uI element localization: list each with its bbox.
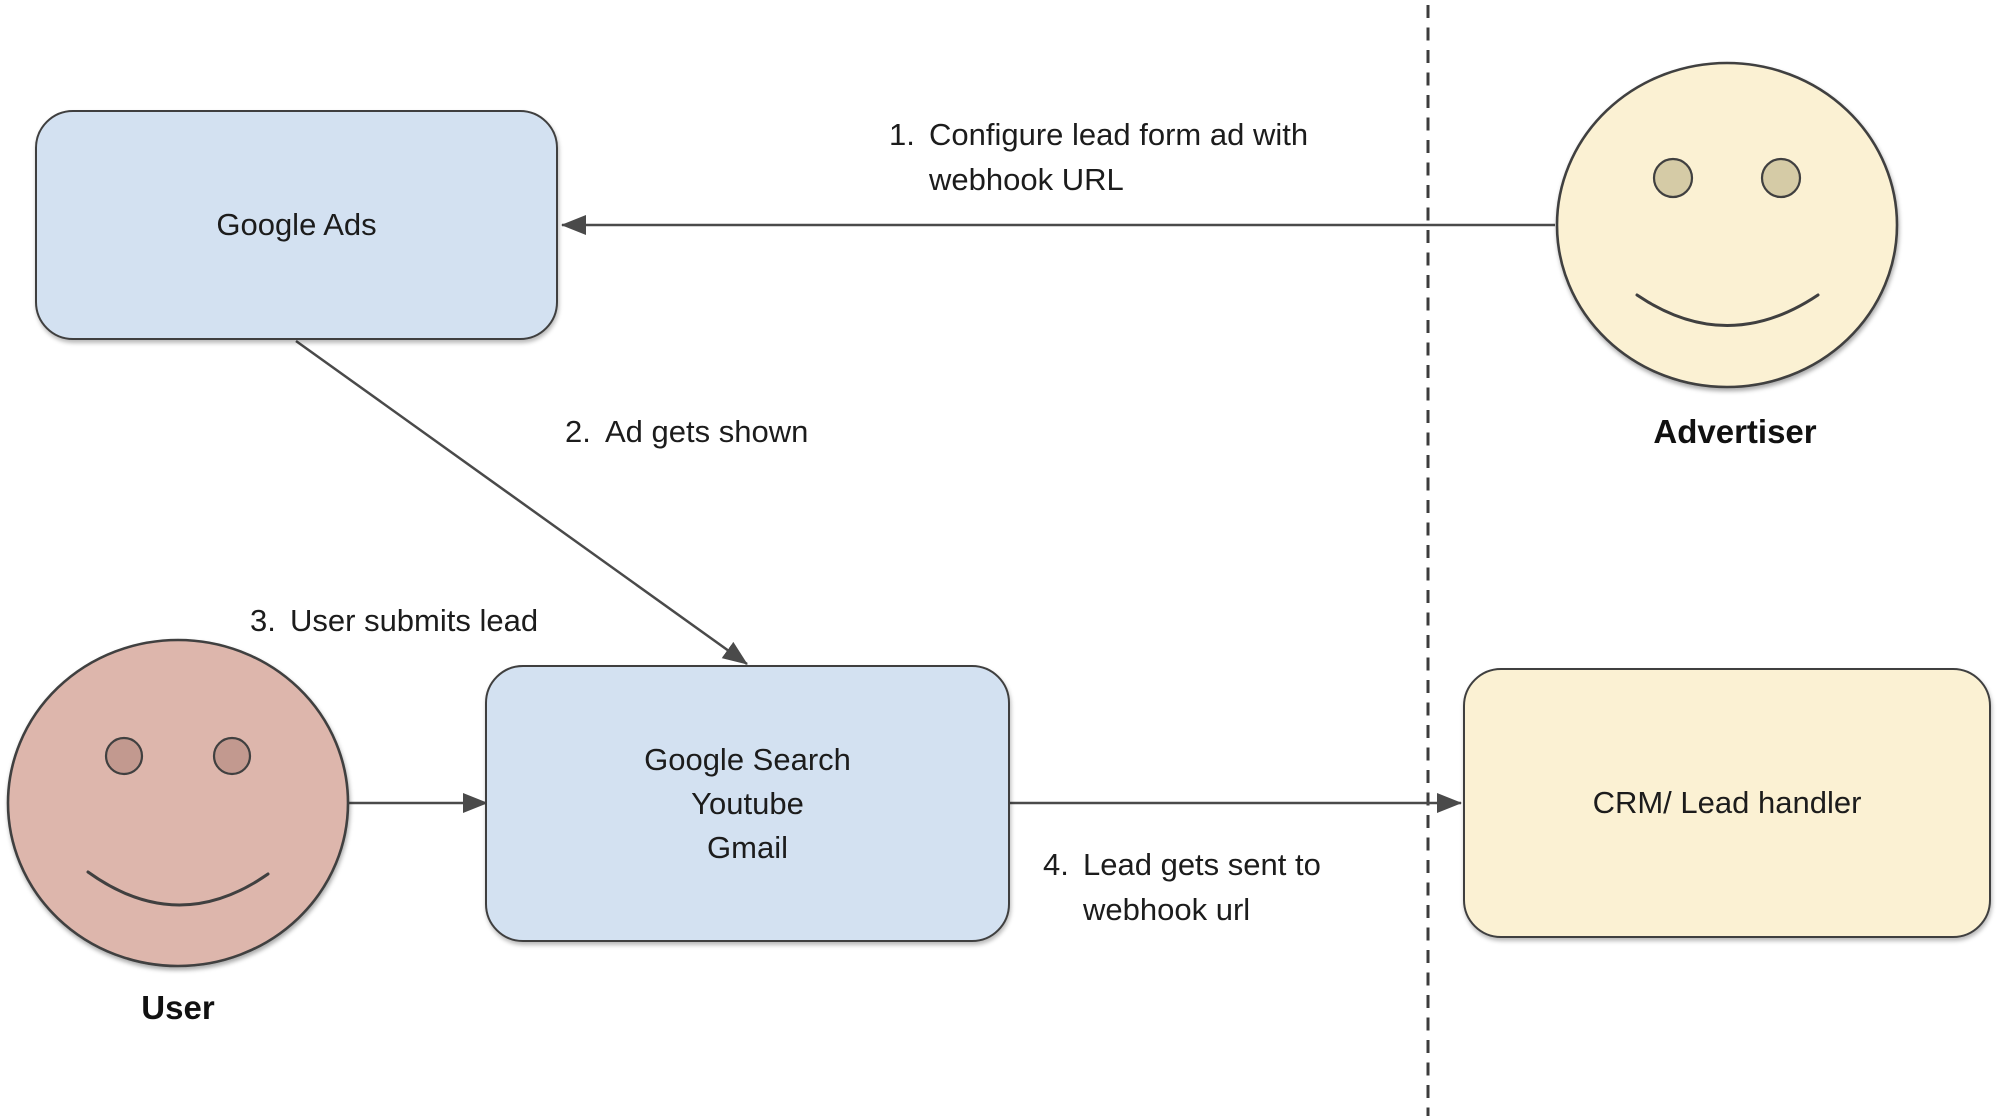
user-smile [86, 870, 270, 907]
step-text-line2: webhook url [1083, 892, 1251, 927]
step-text-line1: Lead gets sent to [1083, 847, 1321, 882]
google-surfaces-node: Google Search Youtube Gmail [485, 665, 1010, 942]
arrow-ad-gets-shown [295, 339, 748, 666]
crm-lead-handler-node: CRM/ Lead handler [1463, 668, 1991, 938]
step-label-ad-gets-shown: 2. Ad gets shown [565, 409, 808, 454]
step-text-line2: webhook URL [929, 162, 1124, 197]
google-ads-node: Google Ads [35, 110, 558, 340]
user-label: User [141, 989, 215, 1026]
user-face-icon [6, 638, 350, 968]
advertiser-face-icon [1555, 61, 1899, 389]
advertiser-right-eye [1760, 157, 1802, 199]
google-surfaces-line1: Google Search [644, 741, 851, 777]
advertiser-label: Advertiser [1653, 413, 1817, 450]
step-number: 3. [250, 603, 276, 638]
crm-label: CRM/ Lead handler [1592, 785, 1862, 820]
google-ads-label: Google Ads [216, 207, 377, 242]
step-text-line1: User submits lead [290, 603, 539, 638]
step-number: 1. [889, 117, 915, 152]
step-text-line1: Ad gets shown [605, 414, 809, 449]
step-number: 4. [1043, 847, 1069, 882]
step-number: 2. [565, 414, 591, 449]
user-left-eye [104, 736, 144, 776]
google-surfaces-line2: Youtube [691, 785, 804, 821]
step-text-line1: Configure lead form ad with [929, 117, 1309, 152]
step-label-user-submits-lead: 3. User submits lead [250, 598, 538, 643]
advertiser-left-eye [1652, 157, 1694, 199]
user-right-eye [212, 736, 252, 776]
step-label-lead-sent-webhook: 4. Lead gets sent to webhook url [1043, 842, 1321, 932]
step-label-configure-lead-form: 1. Configure lead form ad with webhook U… [889, 112, 1308, 202]
advertiser-smile [1635, 293, 1820, 327]
google-surfaces-line3: Gmail [707, 829, 788, 865]
